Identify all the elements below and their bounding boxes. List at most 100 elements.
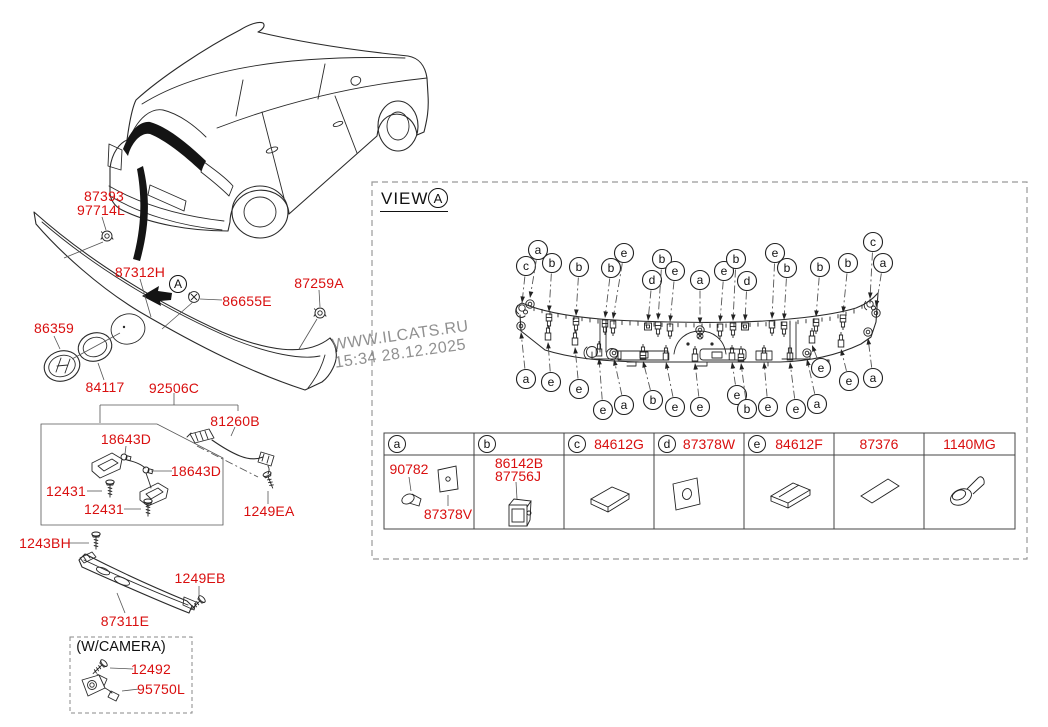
part-label-87312H: 87312H bbox=[114, 264, 166, 280]
callout-e: e bbox=[837, 332, 860, 392]
callout-a: a bbox=[525, 239, 549, 309]
fastener-b-icon bbox=[601, 319, 609, 335]
table-icon-84612G bbox=[590, 486, 630, 513]
group-92506C bbox=[40, 393, 239, 526]
screw-1249EA-icon bbox=[261, 470, 278, 491]
table-icon-84612F bbox=[769, 482, 812, 509]
fastener-c-icon bbox=[863, 300, 876, 311]
table-part-87376: 87376 bbox=[859, 436, 899, 452]
svg-text:a: a bbox=[535, 243, 542, 257]
svg-text:e: e bbox=[765, 400, 772, 414]
callout-a: a bbox=[689, 269, 711, 335]
fastener-b-icon bbox=[839, 314, 847, 330]
svg-text:b: b bbox=[650, 393, 657, 407]
callout-b: b bbox=[600, 257, 622, 335]
callout-d: d bbox=[736, 270, 758, 331]
callout-e: e bbox=[689, 346, 711, 418]
part-label-87393: 87393 bbox=[84, 188, 124, 204]
svg-text:d: d bbox=[649, 273, 656, 287]
fastener-e-icon bbox=[666, 323, 674, 339]
svg-text:c: c bbox=[523, 259, 529, 273]
detail-a-marker: A bbox=[169, 275, 187, 293]
part-label-18643D: 18643D bbox=[100, 431, 152, 447]
part-label-12492: 12492 bbox=[131, 661, 171, 677]
svg-text:e: e bbox=[818, 361, 825, 375]
license-lamp-icon bbox=[91, 452, 123, 479]
callout-e: e bbox=[785, 345, 807, 420]
part-label-97714L: 97714L bbox=[77, 202, 125, 218]
moulding-87311E bbox=[78, 551, 207, 614]
svg-text:a: a bbox=[880, 256, 887, 270]
svg-text:e: e bbox=[793, 402, 800, 416]
table-part-87756J: 87756J bbox=[495, 468, 541, 484]
callout-b: b bbox=[639, 344, 664, 411]
fastener-b-icon bbox=[572, 317, 580, 333]
svg-text:b: b bbox=[845, 256, 852, 270]
emblem-bezel-84117 bbox=[77, 332, 113, 362]
table-letter-d: d bbox=[658, 435, 676, 453]
callout-e: e bbox=[713, 260, 735, 339]
screw-1243BH-icon bbox=[91, 531, 101, 550]
callout-b: b bbox=[541, 252, 563, 329]
view-a-badge: A bbox=[428, 188, 448, 208]
fastener-b-icon bbox=[545, 313, 553, 329]
screw-86655E-icon bbox=[188, 291, 200, 303]
callout-e: e bbox=[592, 341, 614, 421]
callout-b: b bbox=[568, 256, 590, 333]
fastener-a-icon bbox=[802, 348, 812, 358]
table-icon-1140MG bbox=[950, 476, 985, 506]
svg-text:e: e bbox=[621, 246, 628, 260]
table-icon-87378W bbox=[672, 477, 701, 511]
callout-b: b bbox=[736, 346, 758, 420]
callout-a: a bbox=[609, 348, 635, 416]
fastener-a-icon bbox=[525, 299, 535, 309]
fastener-b-icon bbox=[729, 322, 737, 338]
fastener-a-icon bbox=[871, 308, 881, 318]
svg-text:e: e bbox=[672, 400, 679, 414]
part-label-1243BH: 1243BH bbox=[19, 535, 71, 551]
svg-text:b: b bbox=[549, 256, 556, 270]
table-icon-87376 bbox=[860, 478, 900, 504]
svg-text:b: b bbox=[659, 252, 666, 266]
fastener-a-icon bbox=[516, 321, 526, 331]
fastener-d-icon bbox=[741, 322, 749, 331]
license-lamp-icon bbox=[139, 482, 169, 507]
fastener-b-icon bbox=[737, 346, 745, 362]
fastener-e-icon bbox=[609, 320, 617, 336]
view-a-panel bbox=[515, 292, 879, 367]
svg-text:a: a bbox=[814, 397, 821, 411]
leader-brush-stroke bbox=[133, 166, 148, 261]
screw-12431-icon bbox=[143, 498, 153, 517]
fastener-b-icon bbox=[654, 321, 662, 337]
emblem-86359 bbox=[43, 350, 81, 382]
svg-text:e: e bbox=[548, 375, 555, 389]
table-icon-87378V bbox=[437, 465, 459, 493]
part-label-86359: 86359 bbox=[34, 320, 74, 336]
fastener-e-icon bbox=[837, 332, 845, 348]
fastener-e-icon bbox=[662, 345, 670, 361]
table-part-87378W: 87378W bbox=[682, 436, 736, 452]
part-label-86655E: 86655E bbox=[222, 293, 272, 309]
fastener-a-icon bbox=[695, 325, 705, 335]
legend-table-icons bbox=[401, 465, 985, 527]
callout-b: b bbox=[837, 252, 859, 330]
svg-text:a: a bbox=[870, 371, 877, 385]
fastener-e-icon bbox=[716, 323, 724, 339]
part-label-87311E: 87311E bbox=[100, 613, 150, 629]
callout-a: a bbox=[862, 327, 884, 389]
callout-b: b bbox=[725, 248, 747, 338]
legend-table-grid bbox=[383, 432, 1016, 530]
tailgate-garnish-highlight bbox=[123, 121, 206, 171]
part-label-12431: 12431 bbox=[46, 483, 86, 499]
callout-a: a bbox=[871, 252, 894, 318]
view-a-title: VIEW bbox=[381, 189, 429, 208]
svg-text:b: b bbox=[608, 261, 615, 275]
callout-b: b bbox=[776, 257, 798, 337]
fastener-d-icon bbox=[644, 322, 652, 331]
svg-text:b: b bbox=[733, 252, 740, 266]
fastener-e-icon bbox=[544, 325, 552, 341]
callout-d: d bbox=[641, 269, 663, 331]
view-a-box bbox=[371, 181, 1028, 560]
